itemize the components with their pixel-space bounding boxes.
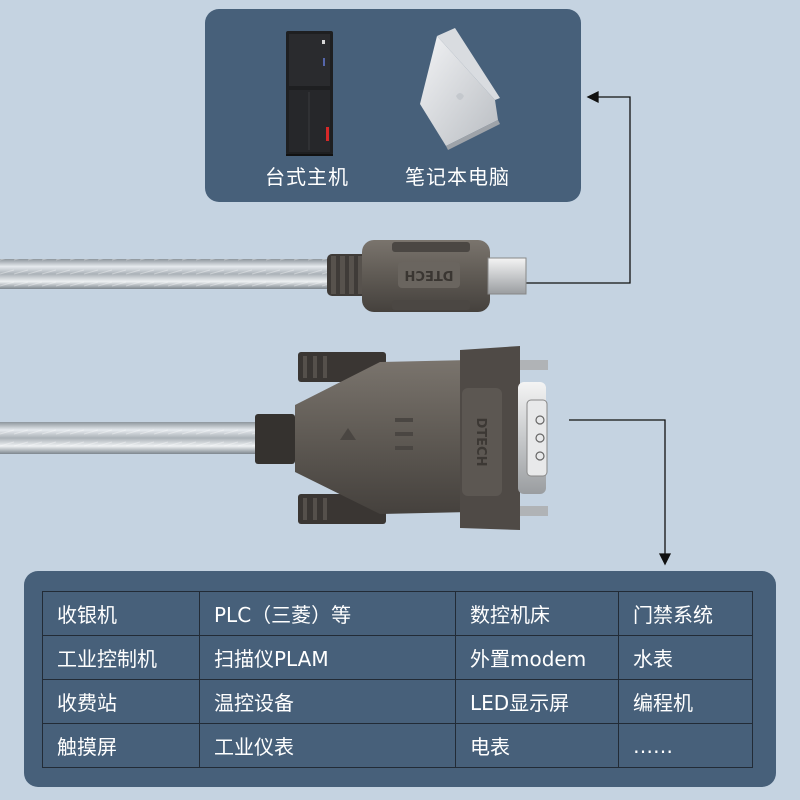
compatible-computers-panel <box>205 9 581 202</box>
desktop-tower-icon <box>286 31 333 156</box>
laptop-label: 笔记本电脑 <box>405 165 510 189</box>
device-cell: 扫描仪PLAM <box>199 635 456 680</box>
device-cell: 门禁系统 <box>618 591 753 636</box>
desktop-label: 台式主机 <box>265 165 349 189</box>
db9-connector <box>295 346 548 530</box>
table-row: 触摸屏工业仪表电表…… <box>42 723 753 768</box>
usb-connector <box>362 240 527 312</box>
db9-brand-text: DTECH <box>473 418 488 467</box>
usb-cable <box>0 254 367 296</box>
device-cell: 温控设备 <box>199 679 456 724</box>
device-cell: 触摸屏 <box>42 723 200 768</box>
serial-cable <box>0 414 295 464</box>
laptop-icon <box>420 28 500 150</box>
arrow-to-devices-icon <box>569 419 672 566</box>
device-cell: 工业控制机 <box>42 635 200 680</box>
device-cell: …… <box>618 723 753 768</box>
device-cell: 数控机床 <box>455 591 619 636</box>
device-cell: 外置modem <box>455 635 619 680</box>
device-cell: 收银机 <box>42 591 200 636</box>
device-cell: 水表 <box>618 635 753 680</box>
device-cell: LED显示屏 <box>455 679 619 724</box>
device-cell: 编程机 <box>618 679 753 724</box>
device-cell: 电表 <box>455 723 619 768</box>
usb-brand-text: DTECH <box>405 267 454 282</box>
device-cell: 收费站 <box>42 679 200 724</box>
arrow-to-computers-icon <box>521 90 631 284</box>
device-cell: PLC（三菱）等 <box>199 591 456 636</box>
device-cell: 工业仪表 <box>199 723 456 768</box>
